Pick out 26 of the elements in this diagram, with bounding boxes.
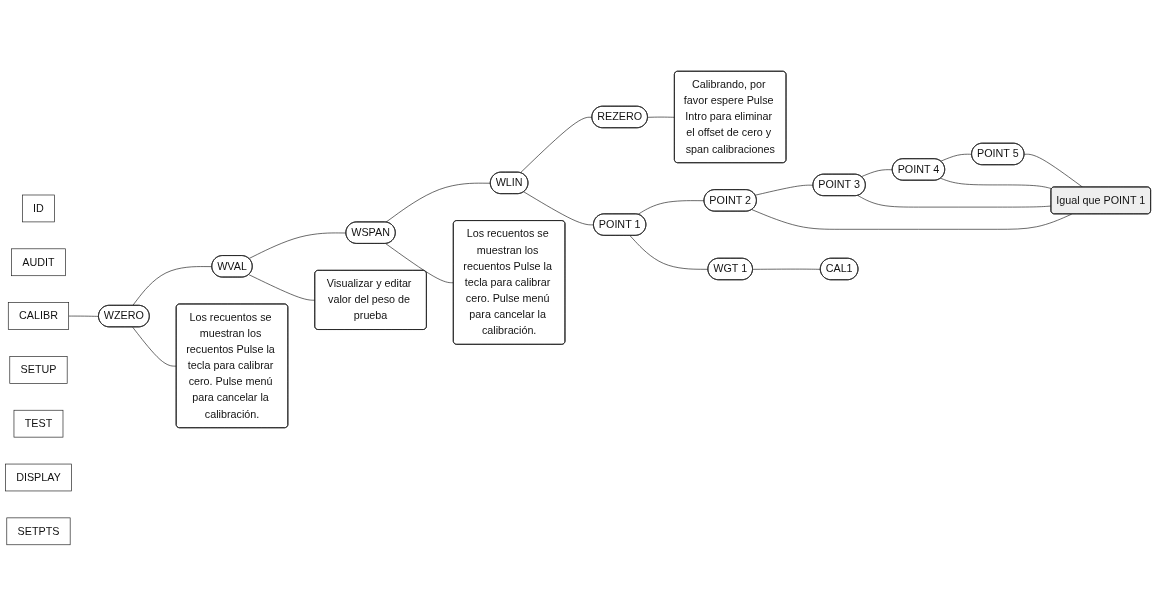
connector bbox=[385, 182, 491, 223]
node-box: DISPLAY bbox=[5, 463, 72, 492]
connector bbox=[248, 232, 347, 259]
connector bbox=[752, 268, 821, 270]
connector bbox=[248, 274, 316, 301]
node-box: SETPTS bbox=[6, 517, 71, 546]
connector bbox=[68, 315, 100, 317]
node-box: AUDIT bbox=[11, 248, 66, 277]
connector bbox=[754, 184, 814, 196]
connector bbox=[940, 178, 1053, 189]
node-box: CALIBR bbox=[7, 302, 69, 330]
connector bbox=[523, 191, 595, 226]
connector bbox=[520, 116, 593, 174]
node-box: ID bbox=[22, 194, 55, 223]
connector bbox=[385, 243, 454, 284]
connector bbox=[637, 200, 705, 215]
connector bbox=[629, 235, 709, 270]
connector bbox=[647, 116, 676, 118]
connector bbox=[940, 153, 973, 162]
node-box: TEST bbox=[13, 409, 64, 438]
connector bbox=[132, 326, 177, 367]
connector bbox=[132, 266, 213, 306]
connector bbox=[857, 195, 1052, 208]
connector bbox=[751, 209, 1072, 230]
node-box: SETUP bbox=[9, 356, 68, 384]
connector bbox=[861, 169, 893, 177]
